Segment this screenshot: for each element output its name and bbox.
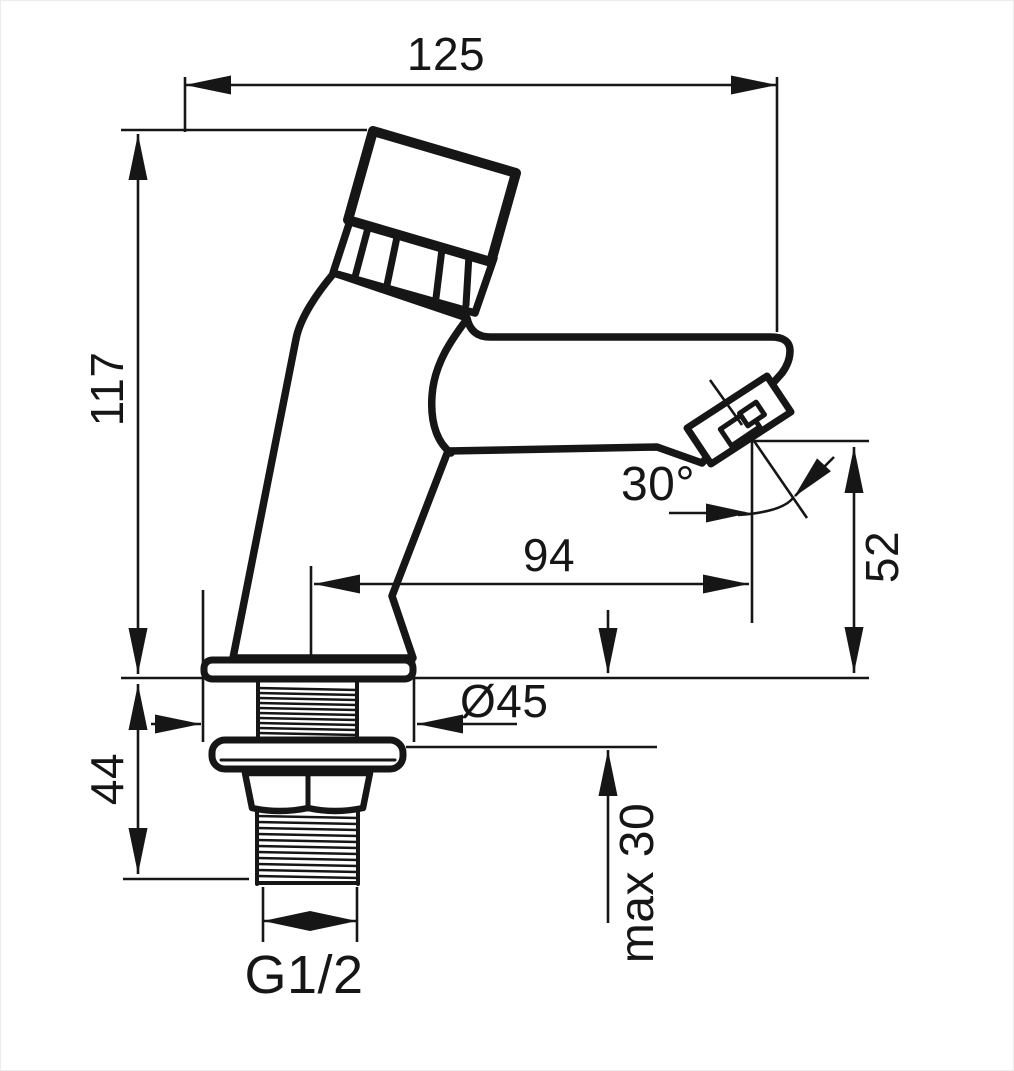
dim-thread-size-label: G1/2: [244, 945, 363, 1005]
dim-body-height-label: 117: [81, 352, 133, 427]
aerator-nozzle: [737, 399, 767, 429]
dimension-arrowheads: [128, 75, 864, 931]
handle: [343, 126, 521, 267]
arrow-g12-right: [310, 911, 357, 931]
ref-outlet-diagonal: [750, 437, 809, 519]
dim-spout-reach-label: 94: [523, 529, 575, 581]
arrow-52-top: [844, 447, 864, 493]
dim-under-counter-height-label: 44: [81, 753, 133, 805]
dimension-labels: 125 117 94 52 30° Ø45 44 max 30 G1/2: [81, 28, 908, 1005]
arrow-45-right: [417, 714, 463, 734]
upper-thread: [256, 686, 359, 737]
dim-30-arc: [737, 497, 795, 517]
arrow-44-top: [128, 684, 148, 730]
ref-aerator-centerline: [708, 379, 744, 426]
arrow-max30-bottom: [598, 750, 618, 796]
faucet-body-spout: [229, 269, 794, 662]
arrow-125-right: [731, 75, 777, 95]
dim-max-counter-thickness-label: max 30: [611, 803, 664, 963]
faucet-outline: [200, 126, 795, 886]
body-spout-curve: [427, 315, 471, 457]
dim-base-diameter-label: Ø45: [460, 675, 548, 727]
arrow-max30-top: [598, 628, 618, 674]
arrow-52-bottom: [844, 627, 864, 673]
neck-ribs: [351, 224, 473, 309]
arrow-45-left: [155, 714, 201, 734]
arrow-94-right: [703, 574, 749, 594]
arrow-30-horizontal: [706, 503, 750, 523]
arrow-125-left: [185, 75, 231, 95]
arrow-94-left: [314, 574, 360, 594]
arrow-30-arc-end: [794, 458, 831, 497]
dim-spout-outlet-height-label: 52: [856, 531, 908, 583]
washer: [208, 736, 407, 773]
dim-spout-angle-label: 30°: [621, 458, 695, 511]
base-flange: [200, 656, 417, 683]
arrow-44-bottom: [128, 828, 148, 874]
arrow-117-top: [128, 134, 148, 180]
arrow-117-bottom: [128, 628, 148, 674]
arrow-g12-left: [263, 911, 310, 931]
lower-thread: [255, 814, 360, 880]
dim-overall-width-label: 125: [407, 28, 485, 80]
